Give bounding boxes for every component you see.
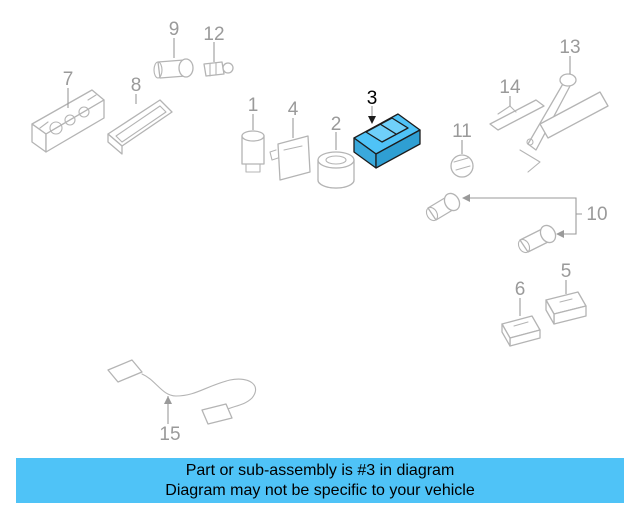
banner-line-part-number: Part or sub-assembly is #3 in diagram bbox=[185, 461, 455, 479]
callout-14: 14 bbox=[499, 77, 521, 98]
part-2-knob[interactable] bbox=[317, 151, 355, 189]
leader-10 bbox=[468, 197, 582, 235]
part-1-socket[interactable] bbox=[241, 130, 265, 173]
callout-9: 9 bbox=[169, 19, 180, 40]
callout-11: 11 bbox=[452, 121, 472, 142]
callout-13: 13 bbox=[559, 37, 580, 58]
callout-10: 10 bbox=[586, 204, 607, 225]
callout-8: 8 bbox=[131, 75, 142, 96]
arrow-10-lower bbox=[556, 230, 564, 238]
part-5-switch[interactable] bbox=[545, 291, 587, 325]
callout-3: 3 bbox=[367, 88, 378, 109]
part-11-knob[interactable] bbox=[450, 154, 474, 178]
part-3-switch-highlighted[interactable] bbox=[353, 113, 421, 169]
arrow-10-upper bbox=[462, 194, 470, 202]
callout-2: 2 bbox=[331, 114, 342, 135]
part-10-bulb-upper[interactable] bbox=[424, 191, 462, 223]
part-14-bracket[interactable] bbox=[489, 99, 545, 131]
part-4-connector[interactable] bbox=[269, 135, 311, 181]
callout-4: 4 bbox=[288, 99, 299, 120]
callout-5: 5 bbox=[561, 261, 572, 282]
callout-7: 7 bbox=[63, 69, 74, 90]
callout-1: 1 bbox=[248, 95, 259, 116]
part-8-lamp-lens[interactable] bbox=[107, 99, 173, 155]
callout-6: 6 bbox=[515, 279, 526, 300]
part-7-control-panel[interactable] bbox=[31, 89, 105, 153]
banner-line-disclaimer: Diagram may not be specific to your vehi… bbox=[165, 481, 475, 499]
part-9-bulb[interactable] bbox=[153, 58, 194, 79]
callout-15: 15 bbox=[159, 424, 180, 445]
part-13-lever[interactable] bbox=[519, 73, 609, 173]
part-6-switch[interactable] bbox=[501, 315, 541, 347]
part-12-small-bulb[interactable] bbox=[203, 61, 234, 77]
arrow-3 bbox=[368, 116, 376, 124]
part-15-wiring-harness[interactable] bbox=[107, 359, 257, 425]
callout-12: 12 bbox=[203, 24, 224, 45]
arrow-15 bbox=[164, 396, 172, 404]
part-10-bulb-lower[interactable] bbox=[516, 223, 558, 255]
info-banner: Part or sub-assembly is #3 in diagram Di… bbox=[16, 458, 624, 503]
